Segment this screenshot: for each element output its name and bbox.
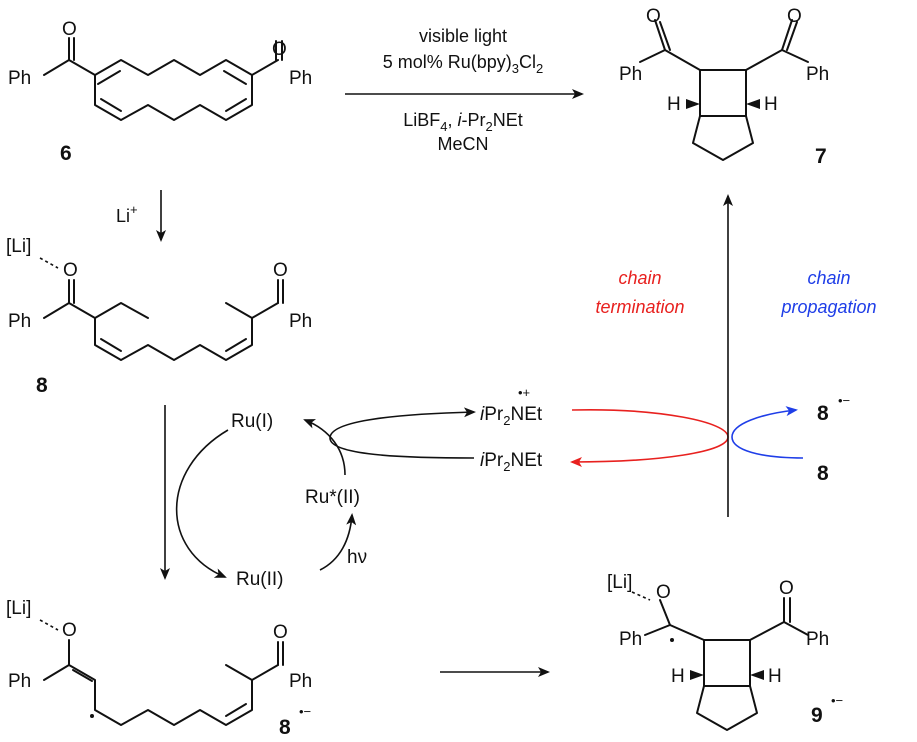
compound-7-h-right: H — [764, 94, 778, 115]
condition-additives: LiBF4, i-Pr2NEt — [403, 110, 523, 134]
chain-radical-anion-charge: •− — [838, 393, 850, 408]
condition-iso: i — [458, 110, 463, 130]
compound-8-oxygen-left: O — [63, 260, 78, 281]
compound-9-h-left: H — [671, 666, 685, 687]
compound-8ra-label: 8 — [279, 716, 291, 739]
ru1-label: Ru(I) — [231, 411, 273, 432]
chain-propagation-line2: propagation — [780, 297, 876, 317]
compound-8-phenyl-left: Ph — [8, 311, 31, 332]
compound-9-phenyl-left: Ph — [619, 629, 642, 650]
chain-propagation-line1: chain — [807, 268, 850, 288]
compound-7-structure — [639, 19, 809, 161]
condition-catalyst-sub2: 2 — [536, 61, 543, 76]
compound-6-oxygen-left: O — [62, 19, 77, 40]
condition-catalyst-sub1: 3 — [512, 61, 519, 76]
condition-pr: -Pr — [462, 110, 486, 130]
compound-8-radical-anion-structure — [39, 619, 284, 726]
amine-oxidation-arrow — [329, 407, 476, 439]
condition-pr-sub: 2 — [486, 119, 493, 134]
compound-9-oxygen-left: O — [656, 582, 671, 603]
hv-label: hν — [347, 547, 367, 568]
compound-7-label: 7 — [815, 145, 827, 168]
compound-7-h-left: H — [667, 94, 681, 115]
condition-light: visible light — [419, 26, 507, 46]
chain-termination-line1: chain — [618, 268, 661, 288]
compound-7-phenyl-left: Ph — [619, 64, 642, 85]
compound-9-h-right: H — [768, 666, 782, 687]
compound-8ra-charge: •− — [299, 704, 311, 719]
compound-9-label: 9 — [811, 704, 823, 727]
compound-8-phenyl-right: Ph — [289, 311, 312, 332]
ru-excited-to-ru1-arrow — [303, 419, 346, 476]
compound-7-phenyl-right: Ph — [806, 64, 829, 85]
condition-libf-prefix: LiBF — [403, 110, 440, 130]
amine-neutral: iPr2NEt — [480, 450, 543, 474]
amine-iso: i — [480, 450, 485, 471]
compound-8ra-oxygen-left: O — [62, 620, 77, 641]
compound-9-charge: •− — [831, 693, 843, 708]
compound-9-lithium: [Li] — [607, 572, 632, 593]
ru1-to-ru2-arrow — [175, 429, 229, 578]
compound-9-phenyl-right: Ph — [806, 629, 829, 650]
ru-excited-label: Ru*(II) — [305, 487, 360, 508]
amine-rc-pr: Pr — [484, 404, 504, 425]
chain-termination-arrow — [570, 409, 729, 467]
compound-8-lithium: [Li] — [6, 236, 31, 257]
compound-7-oxygen-left: O — [646, 6, 661, 27]
condition-net: NEt — [493, 110, 523, 130]
chain-reagent-label: 8 — [817, 462, 829, 485]
chain-radical-anion-label: 8 — [817, 402, 829, 425]
compound-6-label: 6 — [60, 142, 72, 165]
hv-arrow — [319, 513, 357, 571]
amine-sub: 2 — [503, 459, 510, 474]
amine-rc-net: NEt — [510, 404, 542, 425]
condition-catalyst-prefix: 5 mol% Ru(bpy) — [383, 52, 512, 72]
compound-6-structure — [43, 37, 283, 121]
lewis-acid-li: Li — [116, 206, 130, 226]
chain-propagation-arrow — [731, 406, 804, 459]
condition-solvent: MeCN — [437, 134, 488, 154]
amine-radical-cation-charge: •+ — [518, 385, 530, 400]
compound-8-oxygen-right: O — [273, 260, 288, 281]
amine-pr: Pr — [484, 450, 504, 471]
chain-termination-line2: termination — [595, 297, 684, 317]
lewis-acid-label: Li+ — [116, 202, 138, 226]
condition-comma: , — [447, 110, 457, 130]
lewis-acid-charge: + — [130, 202, 138, 217]
ru2-label: Ru(II) — [236, 569, 284, 590]
compound-9-oxygen-right: O — [779, 578, 794, 599]
compound-6-oxygen-right: O — [272, 39, 287, 60]
compound-8ra-oxygen-right: O — [273, 622, 288, 643]
amine-radical-cation: iPr2NEt — [480, 404, 543, 428]
compound-7-oxygen-right: O — [787, 6, 802, 27]
amine-rc-sub: 2 — [503, 413, 510, 428]
compound-8-label: 8 — [36, 374, 48, 397]
amine-net: NEt — [510, 450, 542, 471]
compound-8ra-phenyl-right: Ph — [289, 671, 312, 692]
compound-8ra-phenyl-left: Ph — [8, 671, 31, 692]
amine-rc-iso: i — [480, 404, 485, 425]
condition-catalyst: 5 mol% Ru(bpy)3Cl2 — [383, 52, 544, 76]
condition-libf-sub: 4 — [440, 119, 447, 134]
compound-6-phenyl-right: Ph — [289, 68, 312, 89]
amine-return-arc — [329, 437, 475, 459]
compound-6-phenyl-left: Ph — [8, 68, 31, 89]
compound-9-radical-anion-structure — [631, 591, 809, 731]
condition-catalyst-cl: Cl — [519, 52, 536, 72]
compound-8-structure — [39, 257, 284, 361]
compound-8ra-lithium: [Li] — [6, 598, 31, 619]
